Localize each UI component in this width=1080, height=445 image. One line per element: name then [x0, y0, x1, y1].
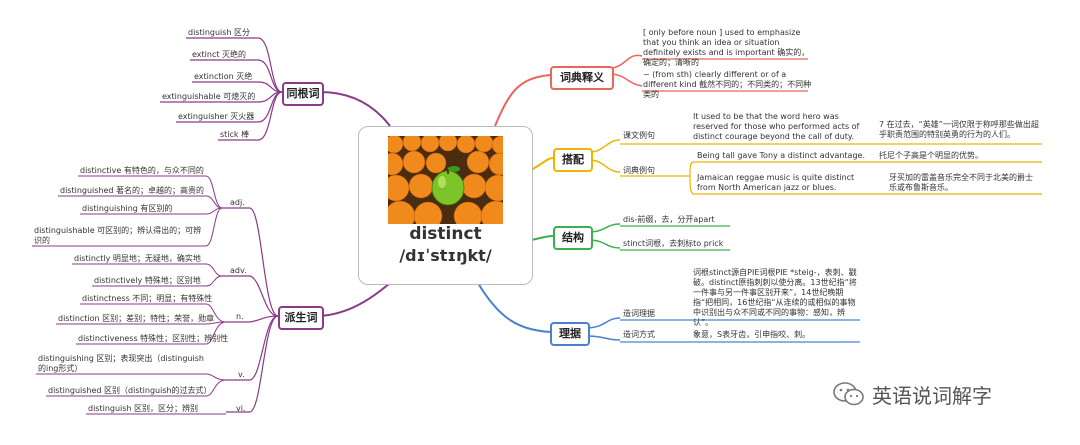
dict-example-1-cn: 托尼个子高是个明显的优势。: [879, 151, 983, 160]
derived-n-item: distinctness 不同；明显；有特殊性: [82, 294, 213, 303]
etymology-rationale-label: 造词理据: [623, 309, 655, 318]
same-root-item: extinct 灭绝的: [192, 50, 247, 59]
textbook-example-cn: 7 在过去，“英雄”一词仅限于称呼那些做出超乎职责范围的特别英勇的行为的人们。: [879, 120, 1039, 139]
definition-node[interactable]: 词典释义: [550, 66, 614, 90]
structure-node[interactable]: 结构: [553, 226, 593, 250]
same-root-item: extinguisher 灭火器: [178, 112, 255, 121]
same-root-item: extinguishable 可熄灭的: [162, 92, 256, 101]
structure-prefix: dis-前缀，去，分开apart: [623, 215, 715, 224]
dict-example-2-cn: 牙买加的雷盖音乐完全不同于北美的爵士乐或布鲁斯音乐。: [889, 173, 1033, 192]
same-root-item: distinguish 区分: [188, 28, 251, 37]
etymology-node[interactable]: 理据: [550, 322, 590, 346]
wechat-icon: [833, 382, 864, 406]
derived-n-item: distinctiveness 特殊性；区别性；辨别性: [78, 334, 229, 343]
structure-root: stinct词根，去刺标to prick: [623, 239, 724, 248]
definition-item-2: ~ (from sth) clearly different or of a d…: [643, 70, 812, 99]
pos-vi-label: vi.: [236, 404, 246, 413]
dict-example-1-en: Being tall gave Tony a distinct advantag…: [697, 151, 865, 160]
textbook-example-en: It used to be that the word hero was res…: [693, 112, 860, 141]
apple-among-oranges-icon: [388, 136, 503, 224]
word-formation-label: 造词方式: [623, 330, 655, 339]
pos-adj-label: adj.: [230, 198, 245, 207]
same-root-item: extinction 灭绝: [194, 72, 253, 81]
derived-adv-item: distinctively 特殊地；区别地: [94, 276, 201, 285]
collocation-node[interactable]: 搭配: [553, 148, 593, 172]
word-formation-text: 象意，S表牙齿，引申指咬、刺。: [693, 330, 811, 339]
derived-vi-item: distinguish 区别，区分；辨别: [88, 404, 199, 413]
same-root-item: stick 棒: [220, 130, 250, 139]
derived-words-node[interactable]: 派生词: [278, 306, 324, 330]
phonetic: /dɪˈstɪŋkt/: [399, 246, 492, 265]
derived-n-item: distinction 区别；差别；特性；荣誉，勋章: [58, 314, 215, 323]
definition-item-1: [ only before noun ] used to emphasize t…: [643, 28, 810, 67]
headword: distinct: [409, 224, 482, 244]
textbook-example-label: 课文例句: [623, 131, 655, 140]
derived-adj-item: distinguished 著名的；卓越的；高贵的: [60, 186, 205, 195]
center-node: distinct /dɪˈstɪŋkt/: [358, 126, 533, 285]
derived-v-item: distinguished 区别（distinguish的过去式）: [48, 386, 212, 395]
etymology-rationale-text: 词根stinct源自PIE词根PIE *steig-，表刺、戳破。distinc…: [693, 268, 857, 327]
dictionary-example-label: 词典例句: [623, 166, 655, 175]
pos-v-label: v.: [238, 370, 245, 379]
pos-adv-label: adv.: [230, 266, 247, 275]
derived-v-item: distinguishing 区别；表现突出（distinguish的ing形式…: [38, 354, 204, 373]
pos-n-label: n.: [236, 312, 244, 321]
derived-adj-item: distinctive 有特色的，与众不同的: [80, 166, 204, 175]
brand-watermark: 英语说词解字: [872, 384, 992, 408]
same-root-node[interactable]: 同根词: [282, 82, 324, 106]
derived-adj-item: distinguishable 可区别的；辨认得出的；可辨识的: [34, 226, 202, 245]
derived-adv-item: distinctly 明显地；无疑地，确实地: [74, 254, 201, 263]
oranges-apple-image: [388, 136, 503, 224]
derived-adj-item: distinguishing 有区别的: [82, 204, 173, 213]
dict-example-2-en: Jamaican reggae music is quite distinct …: [697, 173, 855, 192]
